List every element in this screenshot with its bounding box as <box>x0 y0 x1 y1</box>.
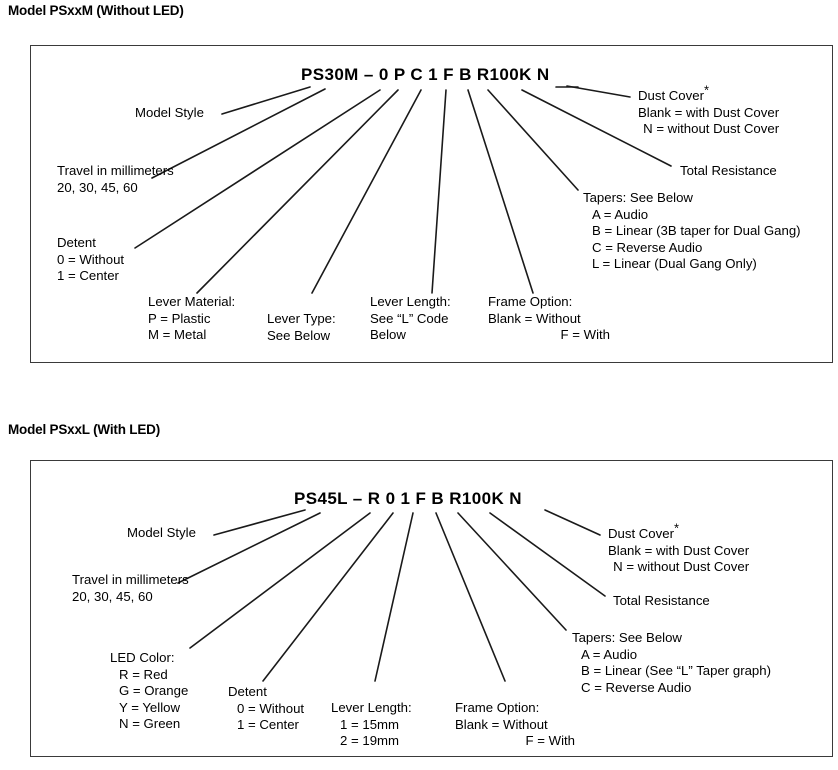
callout-detent-psxxl: Detent 0 = Without 1 = Center <box>228 684 305 732</box>
asterisk-marker: * <box>673 520 680 536</box>
part-number-psxxl-text: PS45L – R 0 1 F B R100K N <box>294 489 522 508</box>
callout-model-style-psxxl: Model Style <box>127 525 196 540</box>
part-number-psxxm: PS30M – 0 P C 1 F B R100K N <box>301 65 550 85</box>
callout-dust-cover-psxxl: Dust Cover* Blank = with Dust Cover N = … <box>608 520 750 574</box>
callout-lever-type-psxxm: Lever Type: See Below <box>267 311 336 343</box>
callout-tapers-psxxm: Tapers: See Below A = Audio B = Linear (… <box>583 190 801 271</box>
dust-cover-title-psxxl: Dust Cover* <box>608 520 680 541</box>
dust-cover-title-psxxm: Dust Cover* <box>638 82 710 103</box>
callout-dust-cover-psxxm: Dust Cover* Blank = with Dust Cover N = … <box>638 82 780 136</box>
callout-travel-psxxm: Travel in millimeters 20, 30, 45, 60 <box>57 163 174 195</box>
callout-travel-psxxl: Travel in millimeters 20, 30, 45, 60 <box>72 572 189 604</box>
callout-lever-length-psxxm: Lever Length: See “L” Code Below <box>370 294 451 342</box>
callout-lever-material-psxxm: Lever Material: P = Plastic M = Metal <box>148 294 236 342</box>
part-number-psxxl: PS45L – R 0 1 F B R100K N <box>294 489 522 509</box>
diagram-box-psxxl <box>30 460 833 757</box>
section-title-psxxm: Model PSxxM (Without LED) <box>8 3 184 18</box>
callout-led-color-psxxl: LED Color: R = Red G = Orange Y = Yellow… <box>110 650 189 731</box>
part-number-psxxm-text: PS30M – 0 P C 1 F B R100K N <box>301 65 550 84</box>
callout-total-resistance-psxxm: Total Resistance <box>680 163 777 178</box>
asterisk-marker: * <box>703 82 710 98</box>
callout-model-style-psxxm: Model Style <box>135 105 204 120</box>
callout-lever-length-psxxl: Lever Length: 1 = 15mm 2 = 19mm <box>331 700 412 748</box>
callout-detent-psxxm: Detent 0 = Without 1 = Center <box>57 235 125 283</box>
callout-frame-option-psxxl: Frame Option: Blank = Without F = With <box>455 700 575 748</box>
callout-total-resistance-psxxl: Total Resistance <box>613 593 710 608</box>
callout-tapers-psxxl: Tapers: See Below A = Audio B = Linear (… <box>572 630 771 695</box>
callout-frame-option-psxxm: Frame Option: Blank = Without F = With <box>488 294 610 342</box>
section-title-psxxl: Model PSxxL (With LED) <box>8 422 160 437</box>
